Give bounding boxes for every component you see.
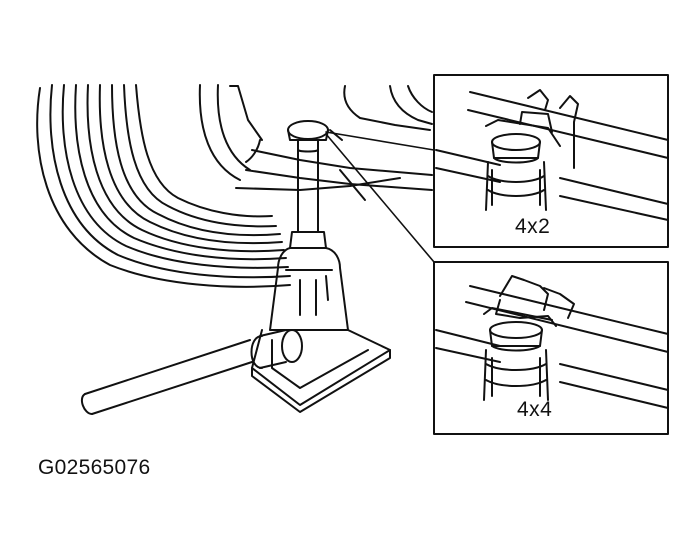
inset-4x2-detail — [433, 74, 669, 248]
inset-caption-4x2: 4x2 — [515, 215, 551, 238]
leader-lines — [325, 131, 435, 263]
floor-jack-illustration — [81, 120, 391, 415]
tire-illustration — [36, 84, 291, 288]
inset-4x4-detail — [433, 261, 669, 435]
figure-id-label: G02565076 — [38, 456, 151, 479]
inset-caption-4x4: 4x4 — [517, 398, 553, 421]
vehicle-underbody — [229, 85, 433, 201]
